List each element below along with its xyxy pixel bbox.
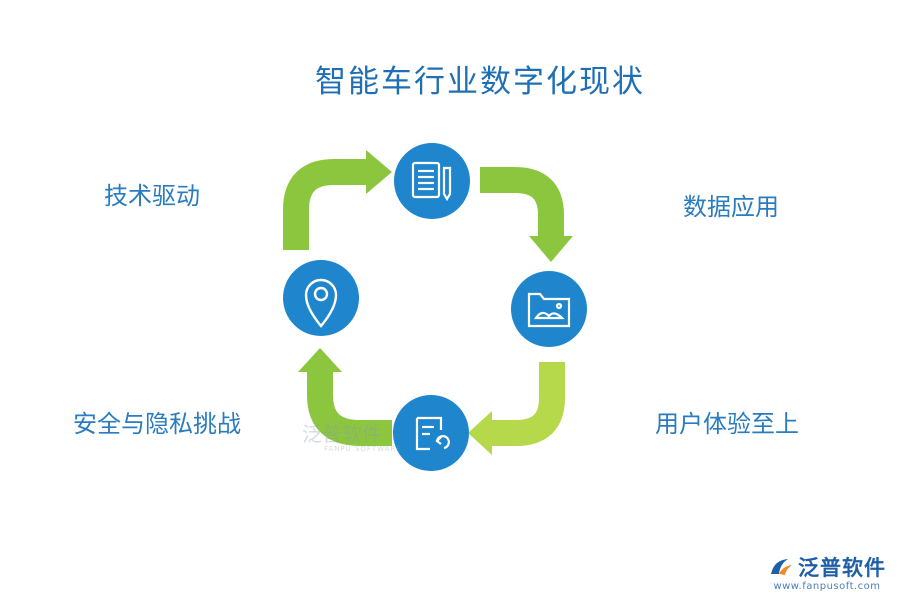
node-right	[511, 271, 587, 347]
brand-logo-text: 泛普软件	[798, 556, 886, 580]
label-security-privacy: 安全与隐私挑战	[73, 410, 241, 438]
page-title: 智能车行业数字化现状	[315, 64, 645, 100]
brand-logo: 泛普软件 www.fanpusoft.com	[768, 552, 886, 592]
watermark-subtext: FANPU SOFTWARE	[324, 445, 402, 453]
label-user-experience: 用户体验至上	[655, 410, 799, 438]
location-pin-icon	[304, 278, 338, 328]
arrow-left-to-top	[283, 150, 392, 250]
brand-logo-icon	[771, 559, 792, 575]
document-refresh-icon	[415, 416, 450, 451]
node-bottom	[393, 395, 469, 471]
arrow-bottom-to-left	[298, 348, 392, 446]
brand-url: www.fanpusoft.com	[773, 581, 881, 592]
document-pencil-icon	[411, 161, 452, 202]
watermark-text: 泛普软件	[302, 422, 382, 446]
node-top	[394, 143, 470, 219]
label-data-application: 数据应用	[683, 193, 779, 221]
folder-image-icon	[527, 292, 571, 328]
label-technology-driven: 技术驱动	[104, 182, 200, 210]
arrow-top-to-right	[480, 167, 573, 262]
arrow-right-to-bottom	[468, 362, 565, 455]
node-left	[283, 260, 359, 336]
watermark: 泛普软件 FANPU SOFTWARE	[302, 418, 402, 453]
